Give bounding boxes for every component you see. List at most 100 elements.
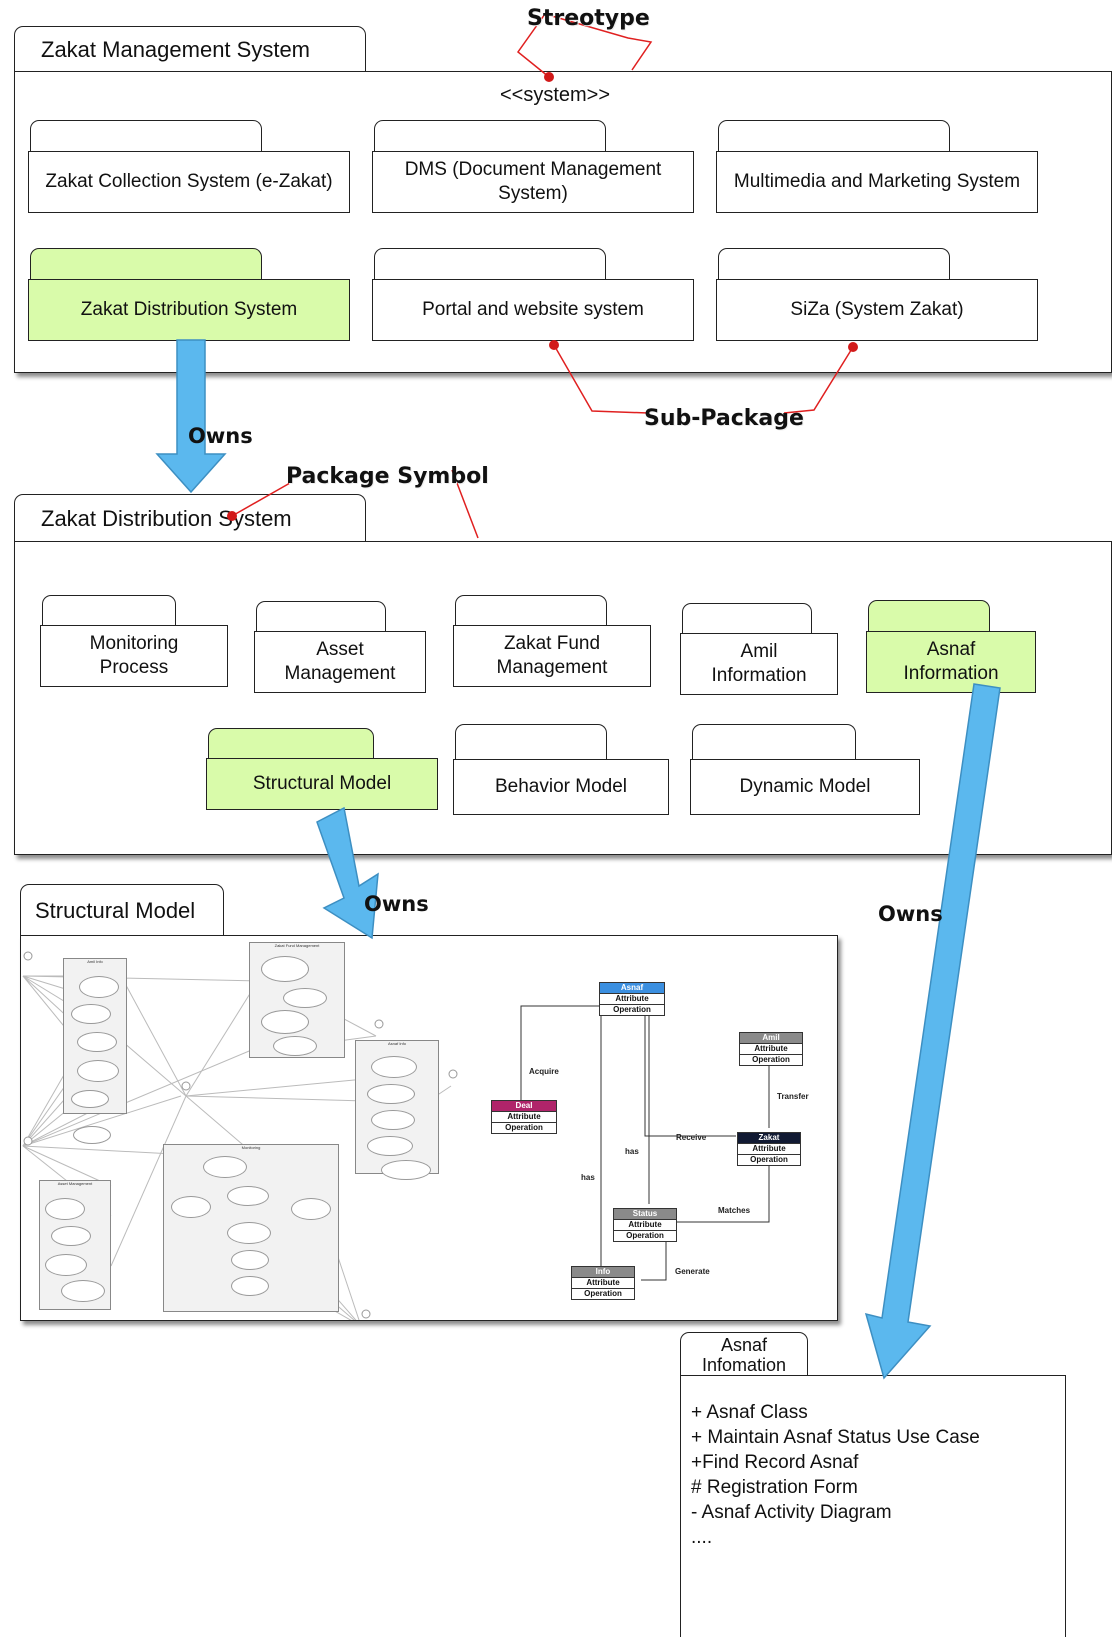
- asnaf-item-asnaf-class: + Asnaf Class: [691, 1402, 808, 1423]
- class-attribute: Attribute: [738, 1143, 800, 1154]
- zms-frame-tab: Zakat Management System: [14, 26, 366, 72]
- use-case: [45, 1198, 85, 1220]
- asnaf-item-more: ....: [691, 1527, 713, 1548]
- use-case: [367, 1136, 413, 1156]
- use-case: [261, 1010, 309, 1034]
- package-amil-info[interactable]: Amil Information: [680, 633, 838, 695]
- class-attribute: Attribute: [614, 1219, 676, 1230]
- use-case: [227, 1186, 269, 1206]
- use-case: [51, 1226, 91, 1246]
- class-amil[interactable]: Amil Attribute Operation: [739, 1032, 803, 1066]
- callout-sub-package: Sub-Package: [644, 406, 804, 431]
- class-zakat[interactable]: Zakat Attribute Operation: [737, 1132, 801, 1166]
- asnaf-frame-title-line2: Infomation: [701, 1355, 787, 1375]
- relation-receive: Receive: [676, 1133, 707, 1142]
- use-case: [367, 1084, 415, 1104]
- package-label: DMS (Document Management System): [404, 158, 662, 204]
- class-amil-header: Amil: [740, 1033, 802, 1043]
- package-label: Amil Information: [711, 640, 807, 686]
- class-operation: Operation: [738, 1154, 800, 1165]
- package-zakat-collection[interactable]: Zakat Collection System (e-Zakat): [28, 151, 350, 213]
- package-label: Monitoring Process: [89, 632, 179, 678]
- class-asnaf[interactable]: Asnaf Attribute Operation: [599, 982, 665, 1016]
- pkg-tab: [455, 595, 607, 626]
- class-attribute: Attribute: [572, 1277, 634, 1288]
- package-label: Zakat Distribution System: [80, 298, 298, 320]
- use-case: [45, 1254, 87, 1276]
- use-case: [227, 1222, 271, 1244]
- uc-boundary-title: Asnaf Info: [387, 1041, 406, 1046]
- asnaf-item-maintain-status: + Maintain Asnaf Status Use Case: [691, 1427, 980, 1448]
- package-portal[interactable]: Portal and website system: [372, 279, 694, 341]
- class-info-header: Info: [572, 1267, 634, 1277]
- class-deal-header: Deal: [492, 1101, 556, 1111]
- class-operation: Operation: [492, 1122, 556, 1133]
- package-dms[interactable]: DMS (Document Management System): [372, 151, 694, 213]
- relation-has: has: [625, 1147, 639, 1156]
- use-case: [71, 1090, 109, 1108]
- class-operation: Operation: [740, 1054, 802, 1065]
- owns-label-2: Owns: [364, 892, 429, 916]
- callout-package-symbol: Package Symbol: [286, 464, 489, 489]
- class-attribute: Attribute: [492, 1111, 556, 1122]
- pkg-tab: [374, 120, 606, 152]
- use-case: [79, 976, 119, 998]
- class-diagram-connectors: [520, 1005, 770, 1288]
- uc-boundary-title: Monitoring: [241, 1145, 261, 1150]
- use-case: [171, 1196, 211, 1218]
- package-behavior-model[interactable]: Behavior Model: [453, 759, 669, 815]
- use-case: [77, 1032, 117, 1052]
- pkg-tab: [692, 724, 856, 760]
- class-operation: Operation: [572, 1288, 634, 1299]
- asnaf-frame: + Asnaf Class + Maintain Asnaf Status Us…: [680, 1375, 1066, 1637]
- uc-boundary-title: Zakat Fund Management: [274, 943, 320, 948]
- pkg-tab: [42, 595, 176, 626]
- owns-label-1: Owns: [188, 424, 253, 448]
- package-zakat-distribution[interactable]: Zakat Distribution System: [28, 279, 350, 341]
- relation-has: has: [581, 1173, 595, 1182]
- use-case: [77, 1060, 119, 1082]
- relation-generate: Generate: [675, 1267, 710, 1276]
- package-label: Asnaf Information: [903, 638, 999, 684]
- package-siza[interactable]: SiZa (System Zakat): [716, 279, 1038, 341]
- class-deal[interactable]: Deal Attribute Operation: [491, 1100, 557, 1134]
- use-case: [381, 1160, 431, 1180]
- asnaf-item-find-record: +Find Record Asnaf: [691, 1452, 859, 1473]
- asnaf-item-activity-diagram: - Asnaf Activity Diagram: [691, 1502, 892, 1523]
- use-case: [371, 1056, 417, 1078]
- pkg-tab: [455, 724, 607, 760]
- class-info[interactable]: Info Attribute Operation: [571, 1266, 635, 1300]
- package-label: Asset Management: [284, 638, 396, 684]
- relation-transfer: Transfer: [777, 1092, 809, 1101]
- zms-stereotype: <<system>>: [499, 84, 611, 106]
- pkg-tab: [208, 728, 374, 759]
- pkg-tab: [682, 603, 812, 634]
- class-zakat-header: Zakat: [738, 1133, 800, 1143]
- structural-frame: Amil Info Zakat Fund Management Asnaf In…: [20, 935, 838, 1321]
- relation-acquire: Acquire: [529, 1067, 559, 1076]
- package-asnaf-info[interactable]: Asnaf Information: [866, 631, 1036, 693]
- pkg-tab: [718, 248, 950, 280]
- callout-stereotype: Streotype: [527, 6, 650, 31]
- package-multimedia[interactable]: Multimedia and Marketing System: [716, 151, 1038, 213]
- package-asset-management[interactable]: Asset Management: [254, 631, 426, 693]
- package-label: Structural Model: [252, 772, 392, 794]
- use-case: [291, 1198, 331, 1220]
- package-label: SiZa (System Zakat): [790, 298, 964, 320]
- use-case: [261, 956, 309, 982]
- use-case: [371, 1110, 415, 1130]
- class-status[interactable]: Status Attribute Operation: [613, 1208, 677, 1242]
- package-zakat-fund[interactable]: Zakat Fund Management: [453, 625, 651, 687]
- class-status-header: Status: [614, 1209, 676, 1219]
- package-label: Zakat Collection System (e-Zakat): [45, 170, 333, 192]
- package-monitoring[interactable]: Monitoring Process: [40, 625, 228, 687]
- class-operation: Operation: [600, 1004, 664, 1015]
- zds-frame-title: Zakat Distribution System: [41, 505, 292, 531]
- package-structural-model[interactable]: Structural Model: [206, 758, 438, 810]
- uc-boundary-title: Asset Management: [57, 1181, 93, 1186]
- structural-frame-tab: Structural Model: [20, 884, 224, 936]
- use-case: [73, 1126, 111, 1144]
- package-dynamic-model[interactable]: Dynamic Model: [690, 759, 920, 815]
- class-attribute: Attribute: [740, 1043, 802, 1054]
- use-case: [231, 1276, 269, 1296]
